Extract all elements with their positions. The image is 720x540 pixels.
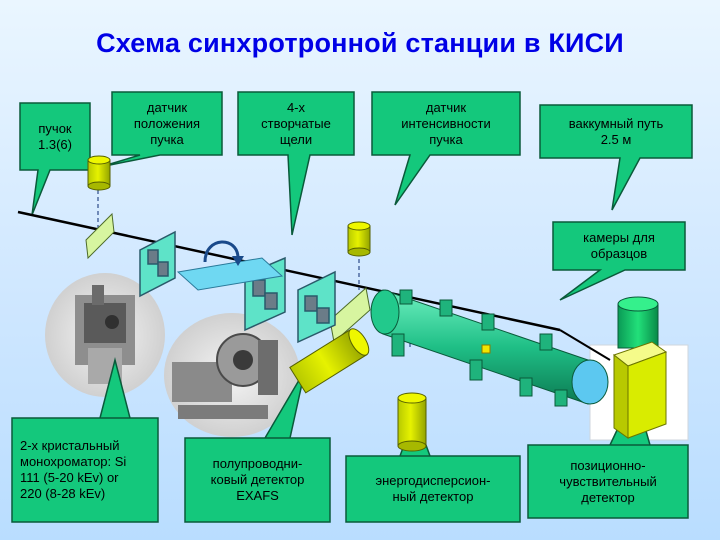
rotation-arrow bbox=[203, 240, 240, 263]
callout-sample-chambers bbox=[552, 221, 686, 301]
callout-slits bbox=[237, 91, 355, 236]
vacuum-tube bbox=[370, 289, 609, 407]
callout-exafs-label: полупроводни- ковый детектор EXAFS bbox=[210, 456, 305, 503]
callout-position-sensor-label: датчик положения пучка bbox=[133, 99, 201, 147]
callout-monochromator-label: 2-х кристальный монохроматор: Si 111 (5-… bbox=[20, 438, 127, 501]
position-sensitive-detector-device bbox=[612, 341, 668, 439]
slits-1 bbox=[139, 230, 176, 298]
exafs-detector-device bbox=[289, 328, 370, 394]
callout-position-sensor bbox=[99, 91, 223, 168]
slit-plate-2 bbox=[329, 287, 371, 343]
callout-beam-label: пучок 1.3(6) bbox=[38, 120, 72, 152]
sample-chamber-cylinder bbox=[617, 296, 659, 349]
callout-slits-label: 4-х створчатые щели bbox=[261, 99, 331, 147]
callout-vacuum-path-label: ваккумный путь 2.5 м bbox=[568, 115, 664, 147]
slit-plate-1 bbox=[85, 212, 115, 260]
callout-vacuum-path bbox=[539, 104, 693, 211]
callout-exafs bbox=[184, 369, 331, 523]
intensity-sensor-device bbox=[347, 221, 371, 257]
callout-intensity-sensor-label: датчик интенсивности пучка bbox=[401, 99, 491, 147]
callout-position-sensitive-label: позиционно- чувствительный детектор bbox=[559, 457, 657, 505]
callout-energy-dispersive-label: энергодисперсион- ный детектор bbox=[375, 473, 491, 504]
energy-dispersive-detector-device bbox=[397, 392, 427, 452]
position-sensor-device bbox=[87, 155, 111, 191]
page-title: Схема синхротронной станции в КИСИ bbox=[96, 28, 624, 58]
goniometer-photo bbox=[164, 313, 300, 437]
crystal-plate bbox=[176, 257, 284, 291]
beam-line-segment bbox=[559, 329, 611, 361]
callout-monochromator bbox=[11, 357, 159, 523]
callout-beam bbox=[19, 102, 91, 216]
callout-sample-chambers-label: камеры для образцов bbox=[583, 230, 655, 261]
callout-intensity-sensor bbox=[371, 91, 521, 206]
slits-3 bbox=[297, 270, 336, 344]
